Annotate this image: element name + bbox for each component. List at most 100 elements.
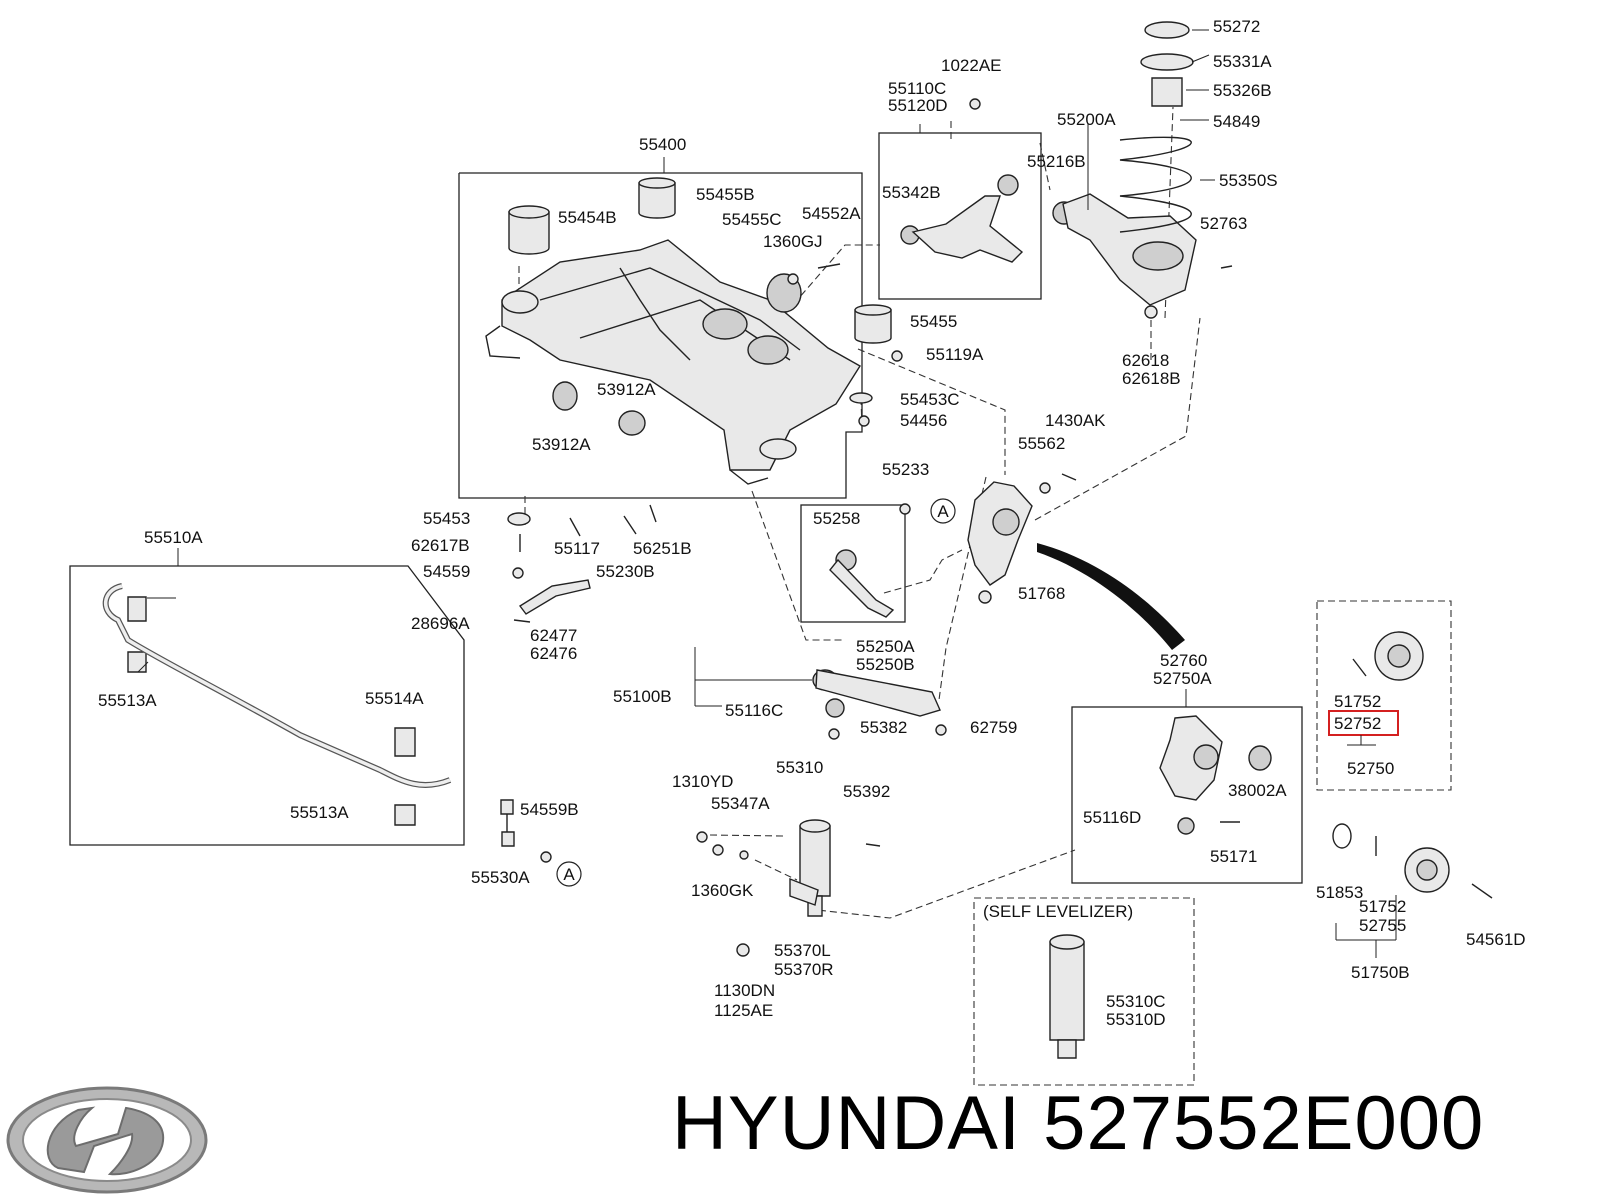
label-55120D: 55120D [888,96,948,115]
label-55310C: 55310C [1106,992,1166,1011]
label-1360GJ: 1360GJ [763,232,823,251]
self-levelizer-label: (SELF LEVELIZER) [983,902,1133,921]
label-55455B: 55455B [696,185,755,204]
group-boxes [69,132,1452,1086]
label-1022AE: 1022AE [941,56,1002,75]
label-55250A: 55250A [856,637,915,656]
label-55392: 55392 [843,782,890,801]
label-1125AE: 1125AE [714,1001,773,1020]
label-62618B: 62618B [1122,369,1181,388]
label-55454B: 55454B [558,208,617,227]
label-52752: 52752 [1334,714,1381,733]
part-number: 527552E000 [1043,1081,1485,1166]
label-55200A: 55200A [1057,110,1116,129]
label-54456: 54456 [900,411,947,430]
label-55310D: 55310D [1106,1010,1166,1029]
label-62477: 62477 [530,626,577,645]
svg-text:A: A [563,865,575,884]
label-55514A: 55514A [365,689,424,708]
label-55116D: 55116D [1083,808,1141,827]
label-55453C: 55453C [900,390,960,409]
label-55342B: 55342B [882,183,941,202]
bushings [127,174,1272,835]
label-54559B: 54559B [520,800,579,819]
label-62617B: 62617B [411,536,470,555]
label-55216B: 55216B [1027,152,1086,171]
label-54559: 54559 [423,562,470,581]
label-52750: 52750 [1347,759,1394,778]
shock-and-spring-drawing [789,21,1194,1059]
label-52763: 52763 [1200,214,1247,233]
hub-assembly-group-box [1316,600,1452,791]
label-51752-lower: 51752 [1359,897,1406,916]
hub-bearing-drawing [1332,631,1450,893]
label-62759: 62759 [970,718,1017,737]
label-55233: 55233 [882,460,929,479]
svg-text:A: A [937,502,949,521]
label-53912A-upper: 53912A [597,380,656,399]
brand-caption: HYUNDAI 527552E000 [672,1086,1484,1162]
label-54552A: 54552A [802,204,861,223]
label-54561D: 54561D [1466,930,1526,949]
knuckle-group-box [1071,706,1303,884]
label-54849: 54849 [1213,112,1260,131]
label-38002A: 38002A [1228,781,1287,800]
label-55110C: 55110C [888,79,946,98]
label-55453: 55453 [423,509,470,528]
upper-arm-group-box [878,132,1042,300]
label-55117: 55117 [554,539,600,558]
leader-lines [137,29,1397,958]
trailing-link-group-box [800,504,906,623]
label-55370R: 55370R [774,960,834,979]
label-55250B: 55250B [856,655,915,674]
label-52750A: 52750A [1153,669,1212,688]
label-55326B: 55326B [1213,81,1272,100]
self-levelizer-group-box [973,897,1195,1086]
reference-marker-upper: A [930,498,956,524]
part-labels: 55272 55331A 55326B 54849 55350S 1022AE … [98,17,1526,1029]
reference-marker-lower: A [556,861,582,887]
label-55100B: 55100B [613,687,672,706]
stabilizer-bar-drawing [102,583,515,847]
label-51768: 51768 [1018,584,1065,603]
label-55510A: 55510A [144,528,203,547]
label-55272: 55272 [1213,17,1260,36]
label-55382: 55382 [860,718,907,737]
label-55119A: 55119A [926,345,984,364]
label-56251B: 56251B [633,539,692,558]
crossmember-drawing [485,239,861,485]
label-62476: 62476 [530,644,577,663]
direction-arrow [1037,543,1185,650]
label-53912A-lower: 53912A [532,435,591,454]
label-55171: 55171 [1210,847,1257,866]
label-52760: 52760 [1160,651,1207,670]
label-55562: 55562 [1018,434,1065,453]
label-55331A: 55331A [1213,52,1272,71]
hyundai-logo [6,1086,208,1194]
label-55530A: 55530A [471,868,530,887]
label-55350S: 55350S [1219,171,1278,190]
stabilizer-group-box [69,565,465,846]
label-55513A-lower: 55513A [290,803,349,822]
label-1310YD: 1310YD [672,772,733,791]
label-51750B: 51750B [1351,963,1410,982]
label-28696A: 28696A [411,614,470,633]
label-55370L: 55370L [774,941,831,960]
label-55310: 55310 [776,758,823,777]
label-55116C: 55116C [725,701,783,720]
label-55455C: 55455C [722,210,782,229]
fasteners [507,98,1493,957]
label-62618: 62618 [1122,351,1169,370]
label-55455: 55455 [910,312,957,331]
label-51853: 51853 [1316,883,1363,902]
arms-and-links [518,193,1223,801]
label-55347A: 55347A [711,794,770,813]
label-1360GK: 1360GK [691,881,754,900]
label-51752-upper: 51752 [1334,692,1381,711]
label-52755: 52755 [1359,916,1406,935]
label-55513A-upper: 55513A [98,691,157,710]
label-1130DN: 1130DN [714,981,775,1000]
label-1430AK: 1430AK [1045,411,1106,430]
label-55400: 55400 [639,135,686,154]
